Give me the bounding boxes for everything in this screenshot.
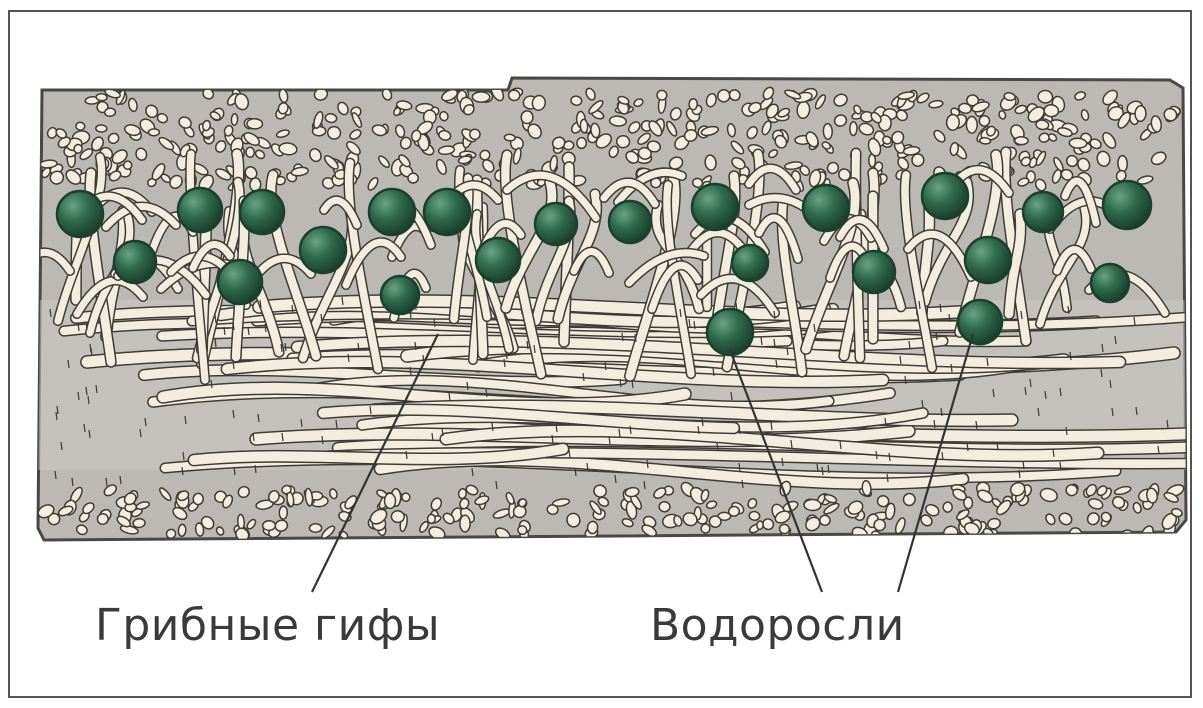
cortex-cell	[577, 137, 587, 148]
alga-cell	[114, 241, 156, 283]
alga-cell	[1091, 264, 1129, 302]
alga-cell	[853, 251, 895, 293]
cortex-cell	[966, 116, 977, 133]
cortex-cell	[123, 161, 132, 170]
cortex-cell	[749, 511, 761, 521]
cortex-cell	[96, 125, 107, 132]
cortex-cell	[946, 114, 959, 130]
alga-cell	[732, 245, 768, 281]
alga-cell	[476, 238, 520, 282]
hyphae-label: Грибные гифы	[95, 600, 440, 651]
cortex-cell	[701, 523, 711, 533]
alga-cell	[692, 184, 738, 230]
cortex-cell	[874, 519, 886, 531]
cortex-cell	[75, 122, 85, 131]
cortex-cell	[279, 506, 287, 519]
cortex-cell	[384, 493, 396, 509]
cortex-cell	[391, 510, 405, 523]
cortex-cell	[96, 93, 107, 101]
cortex-cell	[247, 118, 263, 129]
alga-cell	[240, 190, 284, 234]
cortex-cell	[408, 173, 419, 183]
alga-cell	[1023, 192, 1063, 232]
cortex-cell	[804, 499, 821, 511]
alga-cell	[369, 189, 415, 235]
alga-cell	[178, 188, 222, 232]
cortex-cell	[943, 502, 952, 512]
cortex-cell	[193, 493, 204, 505]
cortex-cell	[728, 506, 739, 516]
cortex-cell	[246, 147, 255, 158]
cortex-cell	[819, 515, 831, 526]
cortex-cell	[231, 114, 238, 126]
cortex-cell	[460, 515, 470, 532]
alga-cell	[965, 237, 1011, 283]
cortex-cell	[580, 119, 588, 133]
cortex-cell	[263, 521, 276, 531]
alga-cell	[535, 203, 577, 245]
alga-cell	[922, 173, 968, 219]
cortex-cell	[616, 135, 630, 148]
alga-cell	[381, 276, 419, 314]
cortex-cell	[1044, 104, 1059, 117]
cortex-cell	[237, 514, 244, 529]
cortex-cell	[178, 524, 186, 537]
cortex-cell	[521, 111, 533, 124]
algae-label: Водоросли	[650, 600, 905, 651]
cortex-cell	[689, 99, 697, 110]
cortex-cell	[1117, 155, 1127, 171]
cortex-cell	[428, 514, 436, 523]
cortex-cell	[979, 137, 990, 144]
alga-cell	[707, 309, 753, 355]
cortex-cell	[104, 108, 115, 117]
cortex-cell	[1069, 138, 1087, 149]
alga-cell	[1103, 181, 1151, 229]
alga-cell	[57, 191, 103, 237]
cortex-cell	[133, 518, 146, 528]
cortex-cell	[1015, 137, 1029, 145]
alga-cell	[803, 185, 849, 231]
alga-cell	[424, 189, 470, 235]
cortex-cell	[1066, 484, 1078, 496]
alga-cell	[218, 260, 262, 304]
cortex-cell	[659, 502, 670, 512]
alga-cell	[609, 201, 651, 243]
cortex-cell	[757, 521, 763, 530]
cortex-cell	[912, 154, 924, 166]
cortex-cell	[472, 92, 490, 103]
cortex-cell	[309, 524, 321, 533]
alga-cell	[958, 300, 1002, 344]
alga-cell	[300, 227, 346, 273]
cortex-cell	[148, 129, 159, 136]
cortex-cell	[504, 134, 515, 141]
cortex-cell	[823, 123, 832, 139]
cortex-cell	[458, 488, 467, 499]
cortex-cell	[1135, 106, 1147, 122]
cortex-cell	[850, 122, 857, 136]
